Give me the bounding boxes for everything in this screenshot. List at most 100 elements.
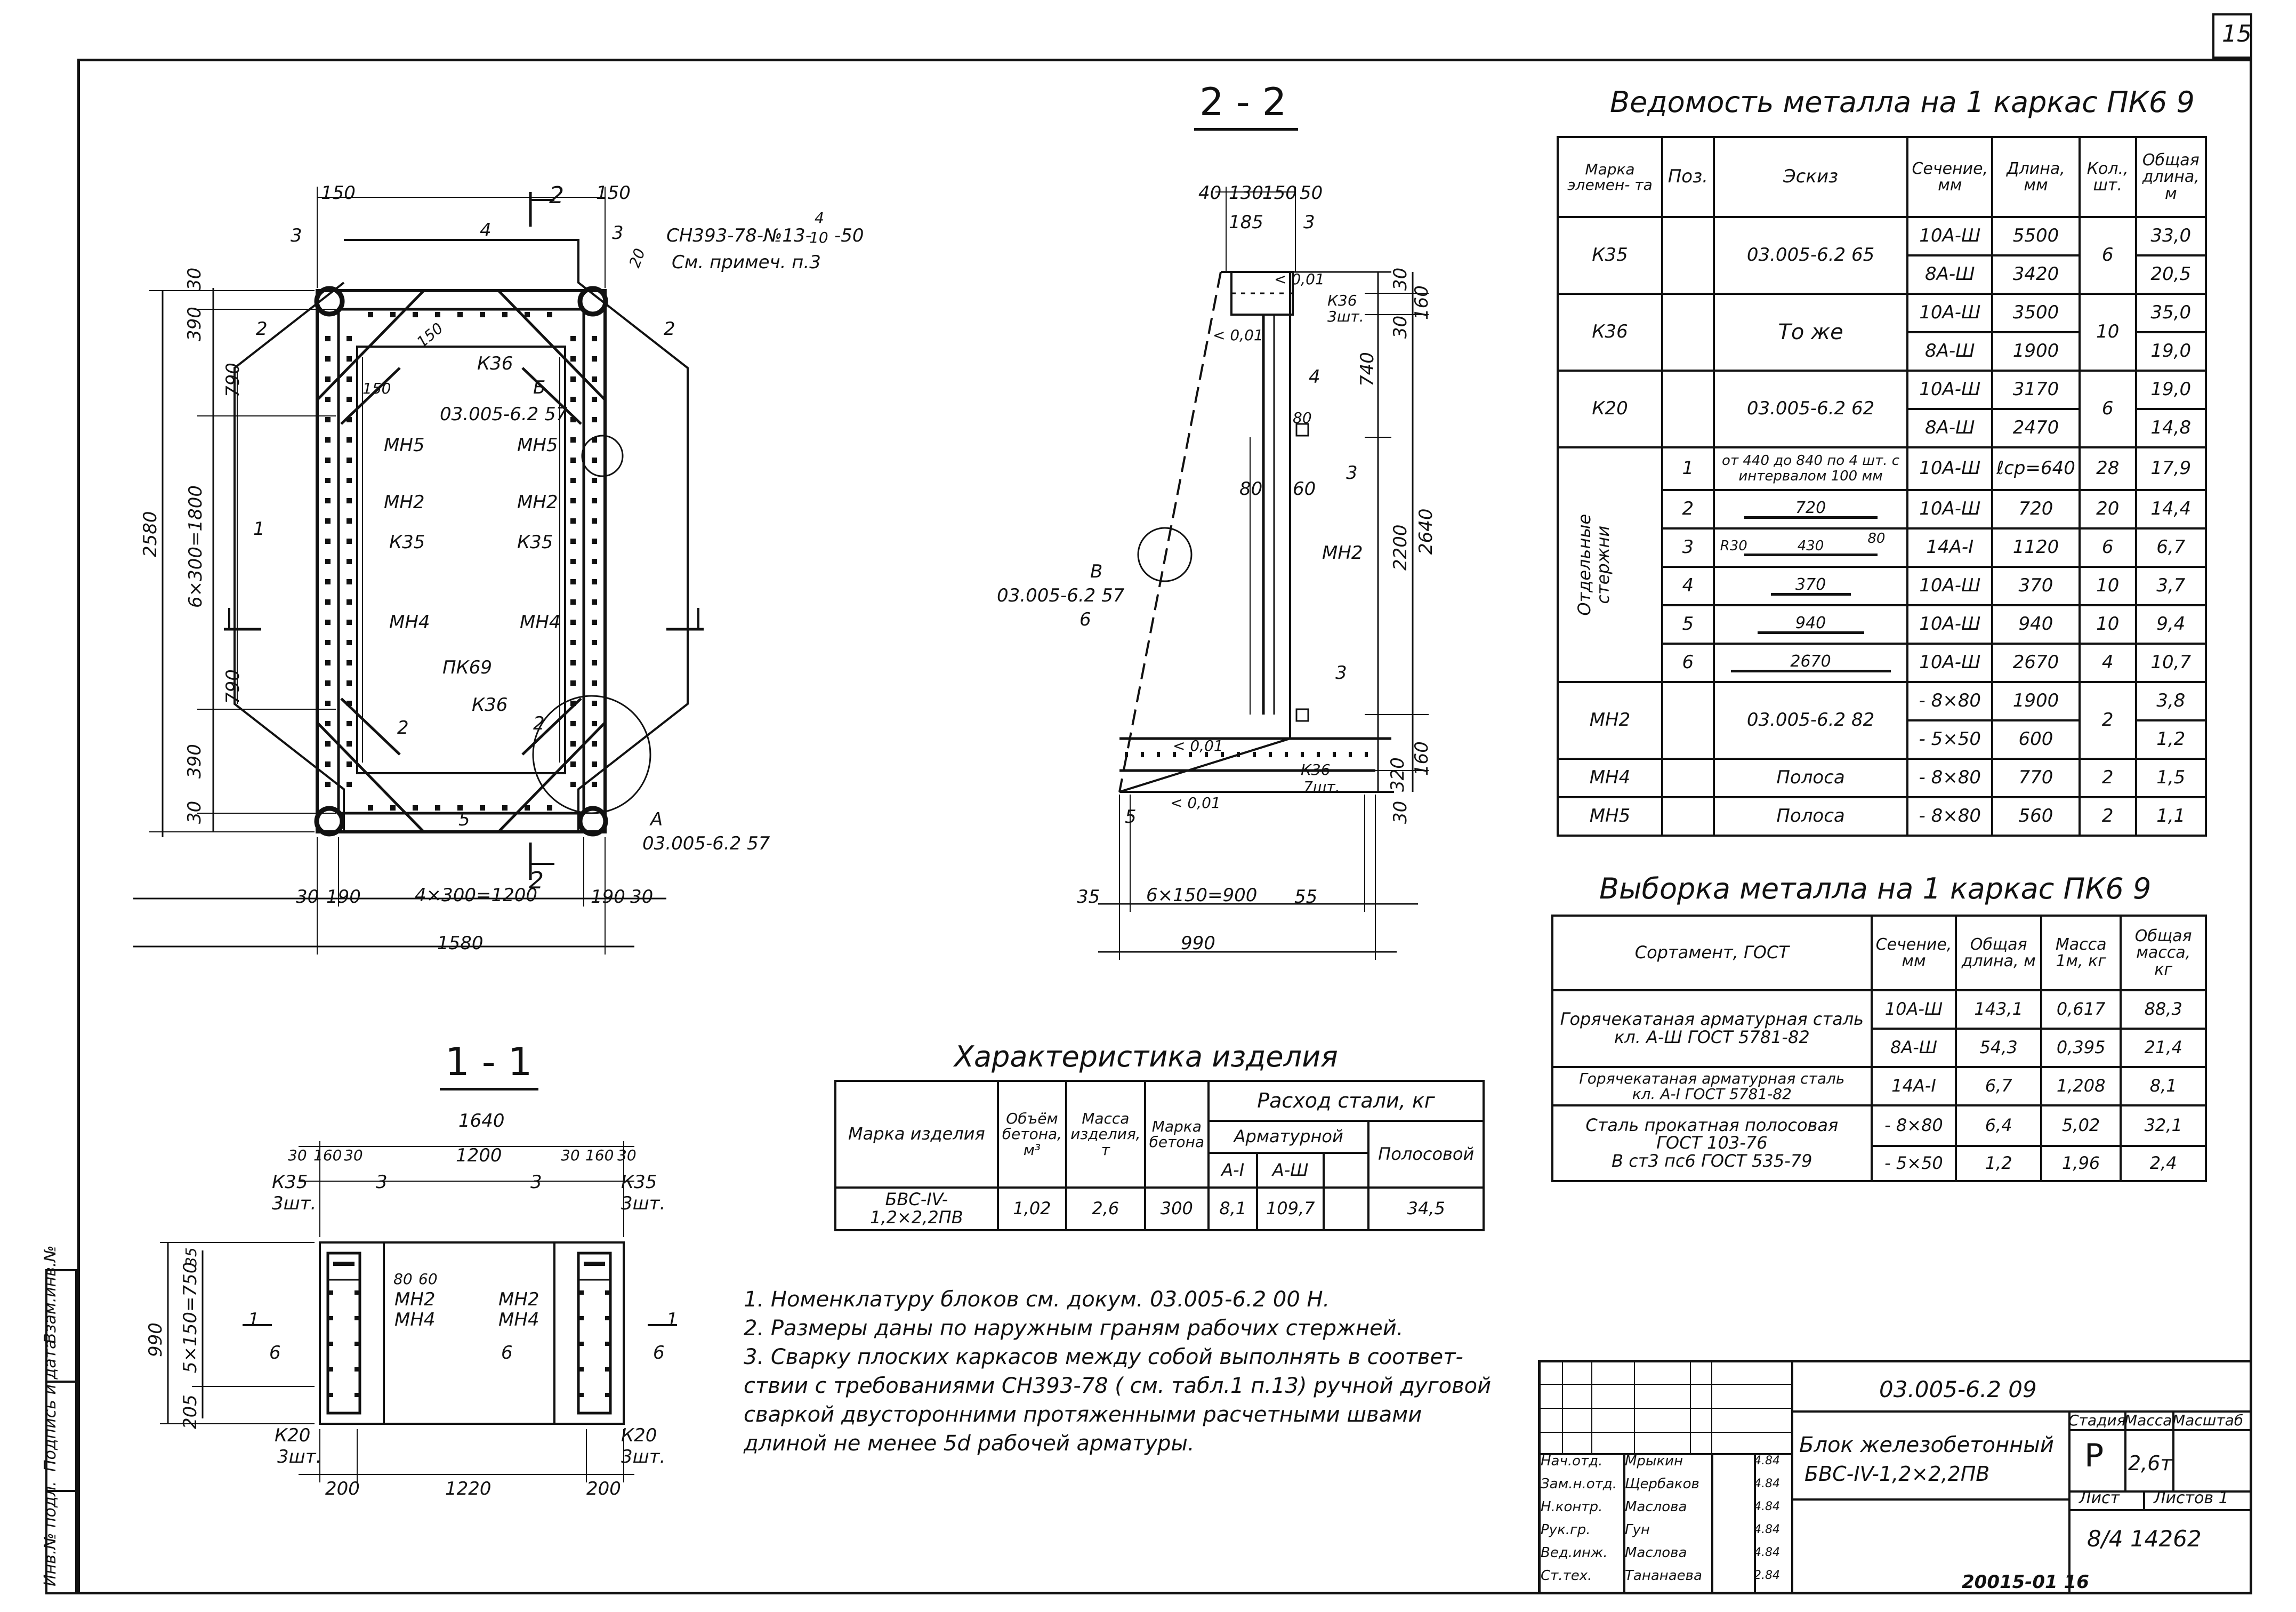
s22-dim-160b: 160 [1411,741,1432,776]
vr-mn2-sec1: - 8×80 [1906,681,1994,721]
plan-label-5: 5 [458,809,470,830]
vr-mn2-mark: МН2 [1557,681,1663,760]
s11-label-mn2-left: МН2 [394,1289,436,1310]
yr-4-mass: 32,1 [2120,1104,2207,1147]
vr-mn5-sketch: Полоса [1712,796,1909,837]
vr-mn2-qty: 2 [2078,681,2137,760]
vr-p4-sec: 10А-Ш [1906,566,1994,606]
plan-dim-390-bot: 390 [184,744,205,779]
s22-ref-v: 03.005-6.2 57 [997,585,1125,606]
vr-k36-pos [1661,293,1715,372]
tb-signer-6-date: 2.84 [1754,1569,1780,1582]
tb-signer-3-date: 4.84 [1754,1500,1780,1513]
tb-stage: Р [2084,1437,2104,1474]
plan-label-mn4-left: МН4 [389,612,430,633]
vr-p5-sketch: 940 [1757,615,1864,635]
tb-sheets-h: Листов 1 [2154,1489,2229,1507]
plan-label-3-left: 3 [291,225,302,246]
title-block [1538,1360,2252,1594]
yr-1-name: Горячекатаная арматурная сталь [1560,1009,1864,1030]
note-1: 1. Номенклатуру блоков см. докум. 03.005… [744,1287,1330,1312]
s11-dim-1640: 1640 [458,1110,505,1132]
harakteristika-title: Характеристика изделия [954,1040,1338,1073]
tb-signer-2-date: 4.84 [1754,1477,1780,1490]
plan-dim-390-top: 390 [184,307,205,341]
s11-dim-990: 990 [145,1322,166,1357]
s11-label-3sht-left: 3шт. [272,1193,317,1214]
plan-label-1: 1 [253,518,265,540]
hh-vol: Объём бетона, м³ [996,1080,1068,1189]
s22-dim-160: 160 [1411,285,1432,320]
tb-code: 03.005-6.2 09 [1879,1376,2037,1402]
hr-a3: 109,7 [1256,1186,1325,1231]
tb-signer-4-date: 4.84 [1754,1523,1780,1536]
s11-dim-30a: 30 [288,1146,307,1164]
s22-dim-900: 6×150=900 [1146,885,1258,906]
vr-mn2-tot1: 3,8 [2134,681,2208,721]
sheet-number: 15 [2222,20,2252,47]
plan-dim-790-bot: 790 [222,669,244,704]
vr-p2-tot: 14,4 [2134,489,2208,530]
vr-p6-tot: 10,7 [2134,643,2208,683]
hr-concrete: 300 [1143,1186,1210,1231]
tb-signer-2-role: Зам.н.отд. [1541,1476,1617,1492]
vr-p2-qty: 20 [2078,489,2137,530]
vr-p5-len: 940 [1991,604,2081,645]
tb-name1: Блок железобетонный [1799,1433,2054,1457]
hr-mark: БВС-IV-1,2×2,2ПВ [834,1186,999,1231]
s22-label-mn2: МН2 [1322,542,1363,564]
s11-label-3sht-k20r: 3шт. [621,1446,666,1467]
vr-p1-len: ℓср=640 [1991,446,2081,491]
yr-3-mass1: 1,208 [2040,1066,2122,1106]
vr-mn2-pos [1661,681,1715,760]
yr-2-mass: 21,4 [2120,1028,2207,1068]
vr-k36-sec1: 10А-Ш [1906,293,1994,333]
vr-mn5-sec: - 8×80 [1906,796,1994,837]
vh-sec: Сечение, мм [1906,136,1994,218]
vh-total: Общая длина, м [2134,136,2208,218]
s11-dim-80: 80 [393,1270,413,1288]
vr-k35-mark: К35 [1557,216,1663,295]
plan-label-mn4-right: МН4 [520,612,561,633]
vr-p3-sketch: 430 [1744,539,1878,557]
tb-signer-4-role: Рук.гр. [1541,1522,1591,1538]
vr-p5-qty: 10 [2078,604,2137,645]
vr-group-label: Отдельные стержни [1574,514,1613,616]
vr-p6-pos: 6 [1661,643,1715,683]
vr-p1-pos: 1 [1661,446,1715,491]
s22-dim-185: 185 [1229,212,1263,233]
plan-label-mn5-left: МН5 [384,435,425,456]
plan-label-k36-bot: К36 [472,694,508,716]
s11-dim-205: 205 [180,1394,201,1429]
vr-mn2-len2: 600 [1991,719,2081,760]
yr-1-len: 143,1 [1955,989,2042,1030]
vr-k35-sketch: 03.005-6.2 65 [1712,216,1909,295]
vr-mn2-len1: 1900 [1991,681,2081,721]
s11-label-3sht-k20l: 3шт. [277,1446,322,1467]
yh-mass1: Масса 1м, кг [2040,915,2122,991]
vr-k35-len1: 5500 [1991,216,2081,256]
note-3c: сваркой двусторонними протяженными расче… [744,1402,1422,1427]
left-strip [45,1269,77,1594]
vr-mn5-len: 560 [1991,796,2081,837]
tb-signer-6-name: Тананаева [1625,1568,1702,1584]
notes-block: 1. Номенклатуру блоков см. докум. 03.005… [744,1285,1491,1458]
s22-label-4: 4 [1309,366,1320,388]
s22-dim-30: 30 [1390,267,1411,291]
plan-label-mn5-right: МН5 [517,435,558,456]
s22-dim-150: 150 [1262,182,1297,204]
s22-label-3-low: 3 [1335,662,1347,684]
yr-4-name2: ГОСТ 103-76 [1656,1133,1768,1153]
plan-dim-2580: 2580 [140,511,161,557]
yh-name: Сортамент, ГОСТ [1551,915,1873,991]
yr-3-name2: кл. А-I ГОСТ 5781-82 [1632,1085,1792,1103]
s22-slope-2: < 0,01 [1213,326,1263,344]
vr-p3-sec: 14А-I [1906,527,1994,568]
s22-dim-60: 60 [1293,478,1316,500]
yr-2-len: 54,3 [1955,1028,2042,1068]
section-mark-2-top: 2 [549,182,564,209]
vr-p6-sec: 10А-Ш [1906,643,1994,683]
vr-p2-sec: 10А-Ш [1906,489,1994,530]
s22-dim-30b: 30 [1390,315,1411,339]
